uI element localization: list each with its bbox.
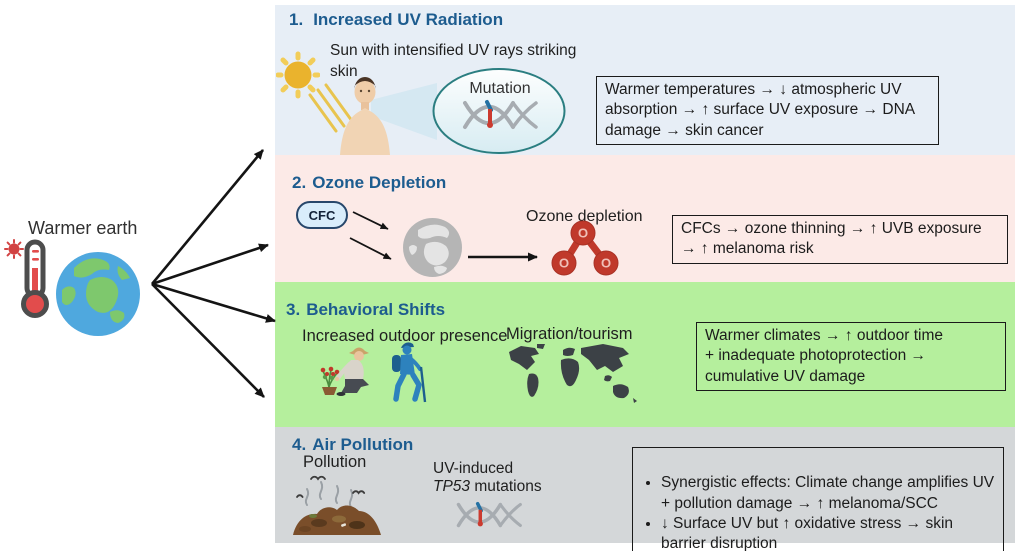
section-1-title: 1. Increased UV Radiation — [289, 10, 503, 30]
section-4-number: 4. — [292, 435, 307, 454]
section-2-number: 2. — [292, 173, 307, 192]
mutations-label: mutations — [470, 478, 542, 495]
arrow-to-section-3-icon — [151, 282, 276, 323]
section-1-title-text: Increased UV Radiation — [313, 10, 504, 29]
mutation-label: Mutation — [469, 80, 531, 97]
trash-pile-icon — [293, 475, 381, 535]
gardener-icon — [320, 347, 369, 396]
oxygen-atom-label: O — [601, 256, 611, 271]
outdoor-presence-label: Increased outdoor presence — [302, 327, 508, 345]
uv-induced-label-line2: TP53 mutations — [433, 478, 542, 496]
section-3-infobox: Warmer climates → ↑ outdoor time + inade… — [696, 322, 1006, 392]
section-3-number: 3. — [286, 300, 301, 319]
gray-globe-icon — [403, 218, 462, 277]
section-4-band — [275, 427, 1015, 543]
sun-icon — [276, 51, 320, 99]
earth-icon — [56, 252, 140, 336]
ozone-depletion-label: Ozone depletion — [526, 208, 643, 225]
section-3-title: 3. Behavioral Shifts — [286, 300, 445, 320]
ozone-molecule-icon: O O O — [551, 220, 619, 276]
section-4-title-text: Air Pollution — [312, 435, 414, 454]
man-skin-icon — [340, 77, 390, 155]
pollution-bullet-list: Synergistic effects: Climate change ampl… — [639, 473, 997, 551]
section-2-infobox: CFCs → ozone thinning → ↑ UVB exposure →… — [672, 215, 1008, 264]
thermometer-icon — [4, 239, 49, 318]
section-4-title: 4. Air Pollution — [292, 435, 413, 455]
oxygen-atom-label: O — [578, 226, 588, 241]
section-1-caption: Sun with intensified UV rays striking sk… — [330, 42, 577, 80]
arrow-to-section-2-icon — [151, 243, 269, 286]
pollution-bullet-1: Synergistic effects: Climate change ampl… — [661, 473, 997, 513]
tp53-gene-label: TP53 — [433, 478, 471, 495]
world-map-icon — [509, 344, 637, 403]
oxygen-atom-label: O — [559, 256, 569, 271]
section-3-band — [275, 282, 1015, 427]
migration-tourism-label: Migration/tourism — [506, 325, 633, 343]
pollution-bullet-2: ↓ Surface UV but ↑ oxidative stress → sk… — [661, 514, 997, 551]
hiker-icon — [392, 342, 427, 403]
section-1-number: 1. — [289, 10, 304, 29]
section-2-title: 2. Ozone Depletion — [292, 173, 446, 193]
uv-induced-label-line1: UV-induced — [433, 460, 514, 477]
cfc-pill: CFC — [296, 201, 348, 229]
dna-mutation-icon — [456, 501, 522, 528]
warmer-earth-label: Warmer earth — [28, 218, 138, 238]
pollution-label: Pollution — [303, 453, 367, 471]
section-2-title-text: Ozone Depletion — [312, 173, 447, 192]
dna-mutation-icon — [463, 100, 538, 129]
section-3-title-text: Behavioral Shifts — [306, 300, 446, 319]
section-2-band — [275, 155, 1015, 282]
section-1-infobox: Warmer temperatures → ↓ atmospheric UV a… — [596, 76, 939, 146]
arrow-to-section-4-icon — [151, 283, 265, 398]
section-4-infobox: Synergistic effects: Climate change ampl… — [632, 447, 1004, 551]
arrow-to-section-1-icon — [150, 149, 265, 285]
